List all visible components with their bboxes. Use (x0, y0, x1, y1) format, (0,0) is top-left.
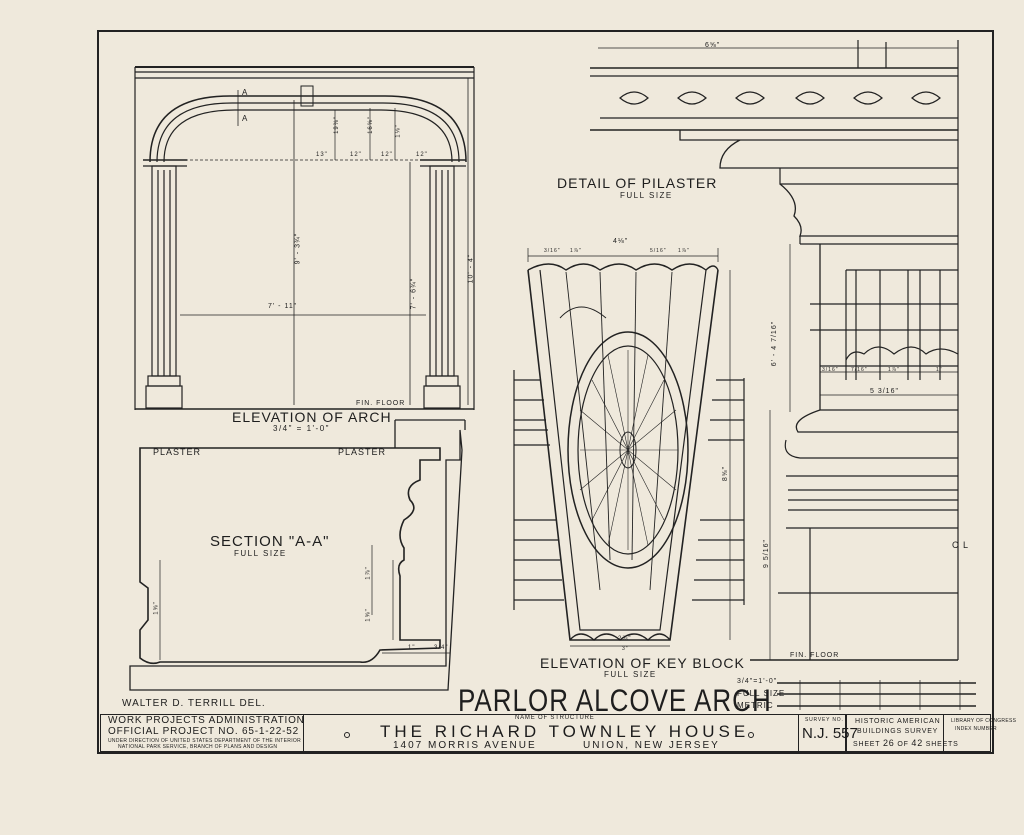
survey-caption: SURVEY NO. (805, 717, 844, 723)
dim-pilaster-height: 6' - 4 7/16" (771, 320, 779, 367)
dim-pilaster-lower-height: 9 5/16" (762, 539, 770, 568)
dim-arch-top-1: 13" (316, 152, 328, 158)
survey-cell (798, 714, 846, 752)
dim-section-3: 1⅝" (365, 608, 372, 622)
dim-section-1: 1⅝" (153, 601, 160, 615)
dim-keyblock-height: 8⅝" (722, 465, 730, 482)
dim-pilaster-base-width: 5 3/16" (870, 388, 899, 395)
wpa-cell (100, 714, 304, 752)
dim-keyblock-top-1: 3/16" (544, 248, 561, 254)
survey-number: N.J. 557 (802, 725, 858, 742)
centerline-label: C L (952, 540, 970, 550)
dim-section-5: 3/4" (434, 645, 449, 651)
scale-bars (777, 680, 976, 710)
wpa-line-2: OFFICIAL PROJECT NO. 65-1-22-52 (108, 726, 299, 737)
section-aa-title: SECTION "A-A" (210, 533, 330, 550)
fin-floor-arch-label: FIN. FLOOR (356, 400, 406, 407)
elevation-of-arch-drawing (134, 66, 475, 410)
title-block-dot-left (344, 732, 350, 738)
sheet-suffix: SHEETS (925, 741, 959, 748)
dim-arch-rise-2: 16⅝" (367, 116, 374, 134)
elevation-arch-scale: 3/4" = 1'-0" (273, 424, 331, 433)
city-line: UNION, NEW JERSEY (583, 740, 720, 751)
wpa-line-3: UNDER DIRECTION OF UNITED STATES DEPARTM… (108, 738, 301, 744)
dim-pilaster-width-top: 6⅝" (705, 42, 721, 49)
dim-arch-rise-1: 19⅜" (333, 116, 340, 134)
dim-keyblock-top-3: 5/16" (650, 248, 667, 254)
key-block-title: ELEVATION OF KEY BLOCK (540, 655, 745, 671)
dim-keyblock-bottom-2: 3" (622, 646, 629, 652)
plaster-label-left: PLASTER (153, 447, 202, 457)
draftsman-credit: WALTER D. TERRILL DEL. (122, 698, 266, 709)
elevation-arch-title: ELEVATION OF ARCH (232, 409, 392, 425)
habs-line-2: BUILDINGS SURVEY (857, 728, 939, 735)
pilaster-detail-drawing (590, 40, 959, 661)
sheet-title: PARLOR ALCOVE ARCH (458, 682, 772, 718)
dim-section-4: 1" (408, 645, 416, 651)
sheet-number: 26 (882, 738, 895, 748)
scale-label-1: 3/4"=1'-0" (737, 678, 778, 685)
sheet-count: SHEET 26 OF 42 SHEETS (853, 738, 959, 748)
dim-arch-top-4: 12" (416, 152, 428, 158)
key-block-scale: FULL SIZE (604, 670, 657, 679)
sheet-prefix: SHEET (853, 741, 881, 748)
drawing-border (97, 30, 994, 754)
address-line: 1407 MORRIS AVENUE (393, 740, 537, 751)
scale-label-3: METRIC (737, 701, 774, 710)
pilaster-scale: FULL SIZE (620, 191, 673, 200)
dim-keyblock-width-bottom: 2⅞" (618, 636, 632, 642)
dim-keyblock-top-2: 1⅞" (570, 248, 582, 254)
section-a-a-drawing (129, 419, 466, 691)
dim-arch-top-3: 12" (381, 152, 393, 158)
scale-label-2: FULL SIZE (737, 689, 786, 698)
wpa-line-4: NATIONAL PARK SERVICE, BRANCH OF PLANS A… (118, 744, 278, 750)
dim-arch-height-inner: 7' - 6¾" (410, 277, 418, 310)
key-block-drawing (513, 248, 745, 647)
dim-arch-width: 7' - 11" (268, 303, 298, 310)
dim-arch-height-left: 9' - 3¾" (294, 232, 302, 265)
library-line-2: INDEX NUMBER (955, 726, 997, 732)
structure-name-caption: NAME OF STRUCTURE (515, 715, 595, 721)
dim-pilaster-detail-2: 7/16" (851, 367, 868, 373)
structure-name: THE RICHARD TOWNLEY HOUSE (380, 722, 750, 741)
section-mark-a-bottom: A (242, 114, 249, 123)
dim-pilaster-detail-1: 3/16" (822, 367, 839, 373)
habs-line-1: HISTORIC AMERICAN (855, 718, 941, 725)
section-mark-a-top: A (242, 88, 249, 97)
title-block-dot-right (748, 732, 754, 738)
dim-keyblock-width-top: 4⅛" (613, 238, 629, 245)
fin-floor-pilaster-label: FIN. FLOOR (790, 652, 840, 659)
dim-keyblock-top-4: 1⅞" (678, 248, 690, 254)
wpa-line-1: WORK PROJECTS ADMINISTRATION (108, 715, 305, 726)
dim-arch-rise-3: 1⅛" (395, 124, 402, 138)
section-aa-scale: FULL SIZE (234, 549, 287, 558)
dim-pilaster-detail-4: 1" (936, 367, 943, 373)
sheet-total: 42 (911, 738, 924, 748)
dim-arch-height-right: 10' - 4" (467, 253, 475, 284)
pilaster-title: DETAIL OF PILASTER (557, 175, 718, 191)
sheet-of: OF (897, 741, 909, 748)
habs-cell (846, 714, 944, 752)
dim-pilaster-detail-3: 1⅞" (888, 367, 900, 373)
library-line-1: LIBRARY OF CONGRESS (951, 718, 1017, 724)
dim-section-2: 1⅞" (365, 566, 372, 580)
dim-arch-top-2: 12" (350, 152, 362, 158)
plaster-label-right: PLASTER (338, 447, 387, 457)
